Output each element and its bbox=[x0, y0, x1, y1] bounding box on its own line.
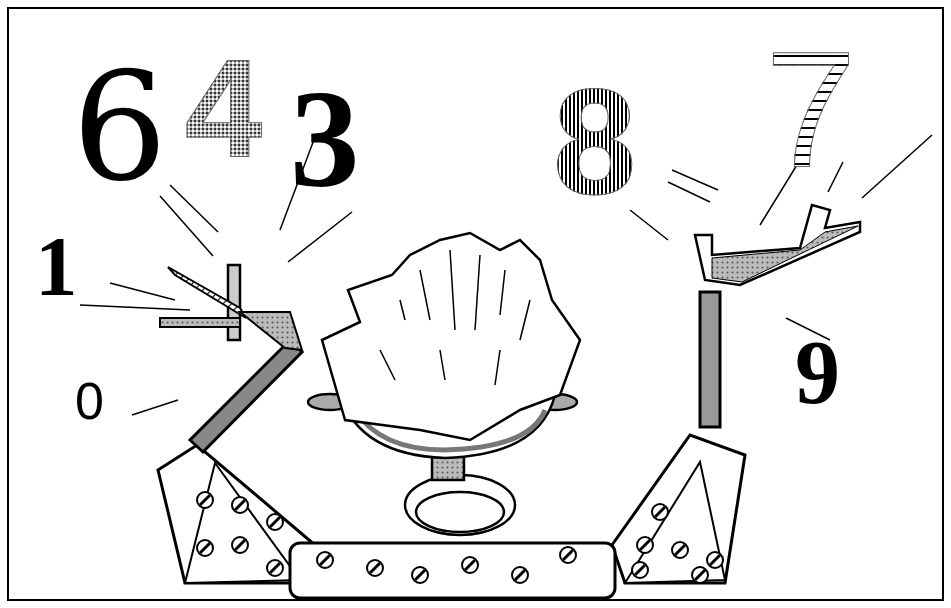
screw bbox=[512, 567, 528, 583]
callout-number: 0 bbox=[75, 375, 104, 427]
screw bbox=[652, 504, 668, 520]
left-arm bbox=[158, 265, 315, 583]
base-bar bbox=[290, 543, 615, 598]
screw bbox=[232, 497, 248, 513]
screw bbox=[692, 567, 708, 583]
callout-number: 3 bbox=[290, 70, 360, 209]
callout-number: 8 bbox=[553, 67, 636, 217]
callout-number: 7 bbox=[765, 27, 857, 192]
screw bbox=[367, 560, 383, 576]
screw bbox=[197, 492, 213, 508]
right-arm bbox=[612, 205, 860, 583]
screw bbox=[672, 542, 688, 558]
screw bbox=[462, 557, 478, 573]
screw bbox=[632, 562, 648, 578]
screws bbox=[197, 492, 723, 583]
frame bbox=[8, 8, 943, 600]
center-cup bbox=[308, 233, 580, 535]
screw bbox=[412, 567, 428, 583]
screw bbox=[197, 540, 213, 556]
screw bbox=[267, 560, 283, 576]
screw bbox=[317, 552, 333, 568]
screw bbox=[267, 514, 283, 530]
callout-number: 6 bbox=[72, 52, 167, 202]
screw bbox=[232, 537, 248, 553]
screw bbox=[560, 547, 576, 563]
screw bbox=[707, 552, 723, 568]
callout-number: 1 bbox=[35, 224, 78, 309]
callout-number: 4 bbox=[185, 39, 262, 178]
callout-number: 9 bbox=[795, 328, 840, 418]
screw bbox=[637, 537, 653, 553]
